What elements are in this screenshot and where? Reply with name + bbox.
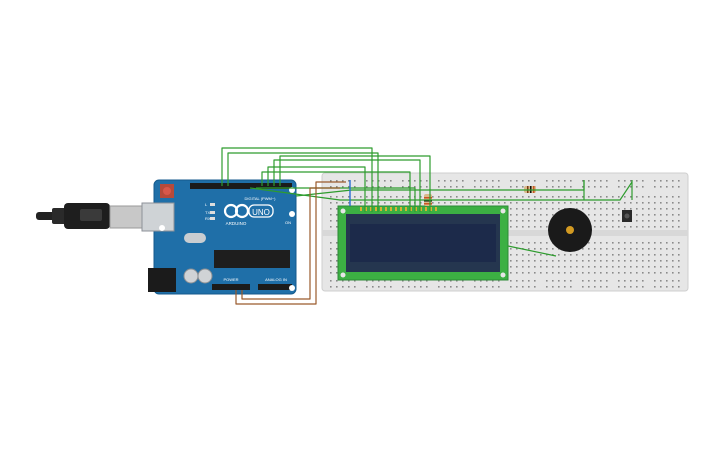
digital-header[interactable] — [190, 183, 292, 189]
wire-green — [227, 152, 379, 212]
wire-green — [256, 187, 416, 212]
lcd-16x2[interactable] — [337, 205, 509, 281]
atmega-chip — [214, 250, 290, 268]
wire-green — [261, 171, 411, 212]
usb-cable[interactable] — [36, 203, 143, 229]
wire-brown — [235, 181, 346, 305]
on-label: ON — [285, 220, 291, 225]
pushbutton[interactable] — [622, 210, 632, 222]
power-jack — [148, 268, 176, 292]
arduino-logo — [223, 203, 250, 219]
digital-label: DIGITAL (PWM~) — [245, 196, 277, 201]
wires[interactable] — [221, 147, 633, 305]
tx-label: TX — [205, 210, 210, 215]
lcd-pins — [360, 207, 437, 211]
wire-green — [221, 147, 373, 212]
wire-brown — [241, 187, 340, 300]
wire-green — [507, 245, 557, 257]
piezo-buzzer[interactable] — [548, 208, 592, 252]
arduino-uno-board[interactable]: UNO ARDUINO DIGITAL (PWM~) POWER ANALOG … — [141, 179, 297, 295]
wire-green — [279, 155, 431, 212]
rx-label: RX — [205, 216, 211, 221]
brand-label: ARDUINO — [226, 221, 247, 226]
power-label: POWER — [223, 277, 238, 282]
analog-label: ANALOG IN — [265, 277, 287, 282]
wire-green — [249, 181, 633, 201]
model-label: UNO — [252, 208, 270, 217]
l-label: L — [205, 202, 208, 207]
usb-port — [141, 202, 175, 232]
analog-header[interactable] — [258, 284, 292, 290]
power-header[interactable] — [212, 284, 250, 290]
wire-green — [273, 159, 421, 212]
